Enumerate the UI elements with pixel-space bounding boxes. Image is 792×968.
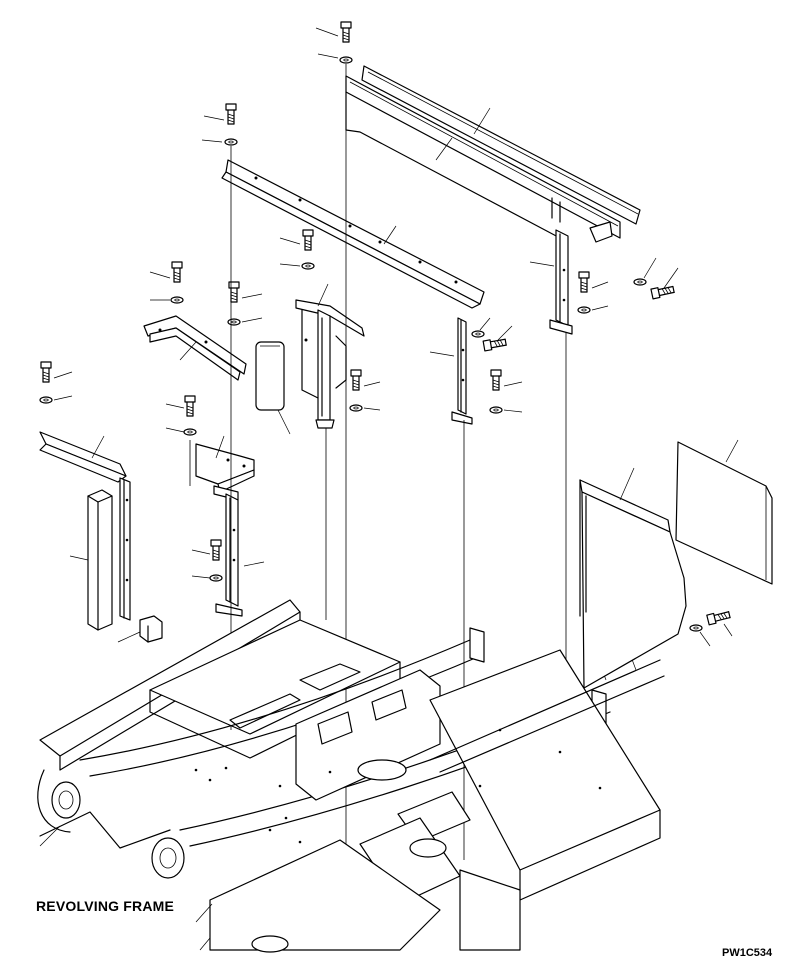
rear-top-cover-rail (345, 65, 641, 239)
bolt-set-right (577, 271, 609, 314)
rubber-cushion-block (69, 489, 113, 631)
bolt-set-far-left (39, 361, 73, 404)
bolt-set-left-upper (149, 261, 184, 304)
bolt-set-side-cover-upper (689, 609, 733, 647)
bolt-set-lower-left (191, 539, 223, 582)
drawing-code: PW1C534 (722, 947, 773, 959)
left-support-bracket (195, 435, 265, 617)
left-vertical-post (119, 477, 131, 621)
revolving-frame-label: REVOLVING FRAME (36, 898, 175, 914)
bolt-set-upper-left (201, 103, 238, 146)
right-side-insulation-panel (675, 439, 773, 585)
upper-cross-beam (221, 159, 485, 309)
bolt-set-horizontal-center (471, 317, 513, 352)
bolt-set-top (315, 21, 353, 64)
bolt-set-horizontal-right (633, 257, 679, 300)
bolt-set-mid-right (489, 369, 523, 414)
small-rubber-pad (117, 615, 163, 643)
rear-top-cover-plate (345, 91, 613, 243)
bolt-set-center (279, 229, 315, 270)
bolt-set-center-low (349, 369, 381, 412)
left-frame-angle (39, 431, 127, 483)
right-side-cover (579, 467, 687, 689)
insulation-pad (255, 341, 291, 435)
frame-leaders (39, 825, 213, 951)
revolving-frame (37, 599, 665, 953)
right-vertical-stay (529, 229, 573, 335)
bolt-set-mid-left (165, 395, 197, 436)
center-support-bracket (295, 283, 365, 429)
mid-vertical-stay (429, 317, 473, 425)
bolt-set-left-mid (227, 281, 263, 326)
